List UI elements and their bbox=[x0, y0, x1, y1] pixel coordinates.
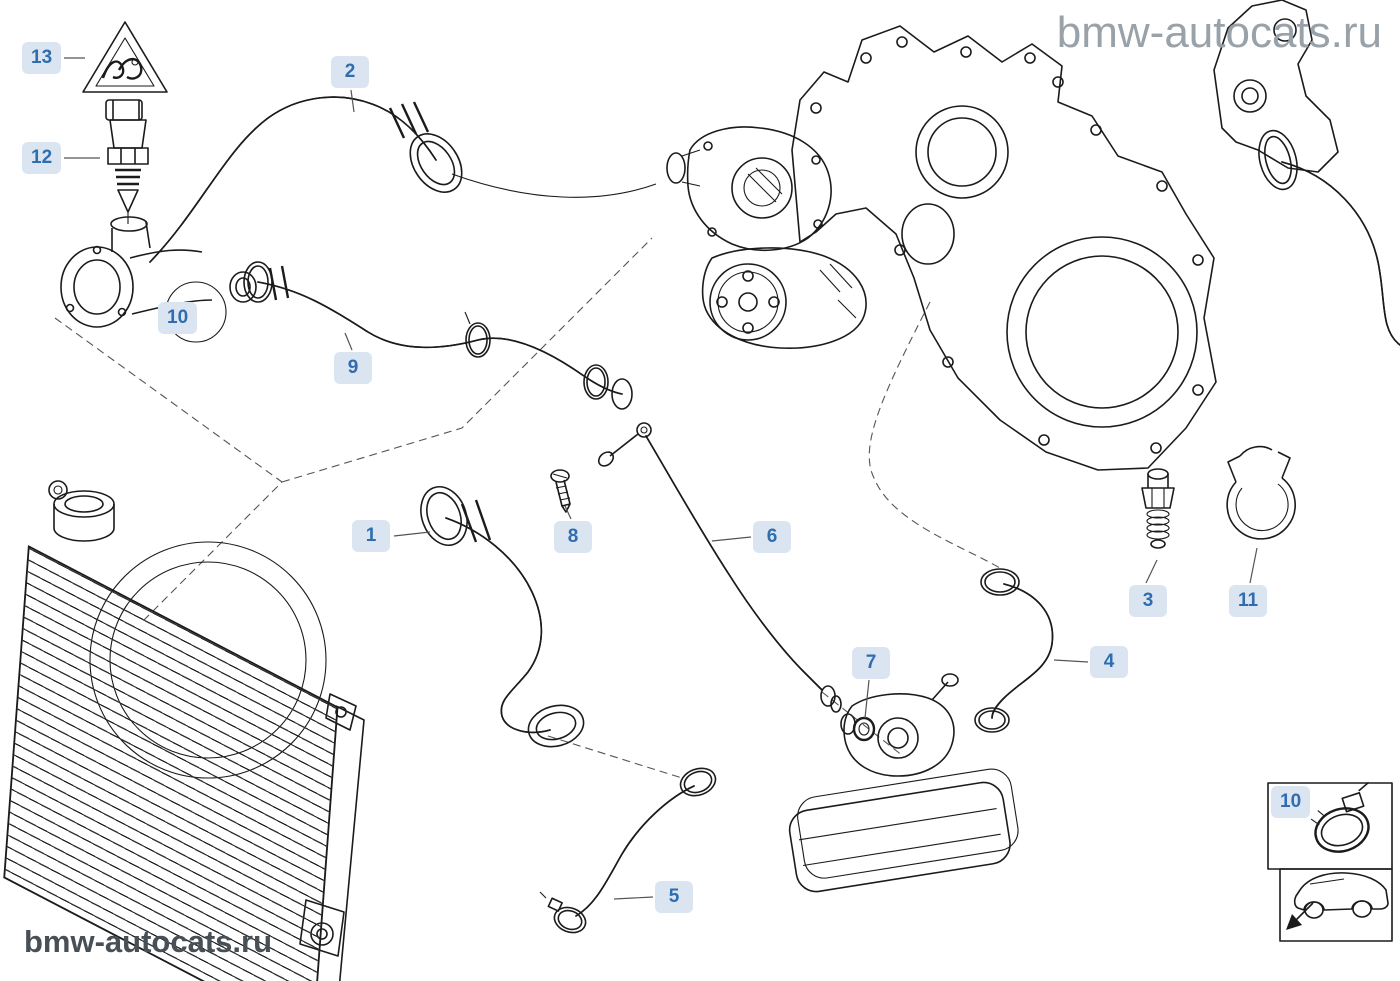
thermostat-water-pump-drawing bbox=[666, 126, 867, 350]
callout-8: 8 bbox=[554, 521, 592, 553]
upper-radiator-hose-drawing bbox=[149, 96, 657, 263]
callout-7: 7 bbox=[852, 647, 890, 679]
lower-radiator-hose-drawing bbox=[420, 486, 585, 748]
timing-cover-drawing bbox=[791, 25, 1217, 471]
watermark-top-right: bmw-autocats.ru bbox=[1056, 8, 1382, 57]
callout-9: 9 bbox=[334, 352, 372, 384]
callout-13: 13 bbox=[22, 42, 62, 74]
coolant-pipe-bracket-drawing bbox=[1213, 0, 1339, 173]
watermark-bottom-left: bmw-autocats.ru bbox=[24, 924, 273, 959]
oil-cooler-drawing bbox=[788, 673, 1019, 893]
screw-drawing bbox=[550, 469, 571, 513]
o-ring-drawing bbox=[852, 716, 876, 742]
callout-6: 6 bbox=[753, 521, 791, 553]
grommet-detail-drawing bbox=[165, 271, 257, 343]
hose-clamp-icon bbox=[1310, 781, 1370, 853]
car-thumbnail-icon bbox=[1293, 872, 1389, 919]
legend-callout-10: 10 bbox=[1271, 786, 1311, 818]
temperature-sensor-drawing bbox=[105, 99, 149, 224]
callout-11: 11 bbox=[1229, 585, 1268, 617]
retaining-clamp-drawing bbox=[1226, 445, 1296, 540]
callout-2: 2 bbox=[331, 56, 369, 88]
callout-10-detail: 10 bbox=[158, 302, 198, 334]
direction-arrow-icon bbox=[1286, 902, 1314, 930]
coolant-sensor-drawing bbox=[1141, 468, 1175, 549]
callout-3: 3 bbox=[1129, 585, 1167, 617]
expansion-hose-5-drawing bbox=[539, 767, 717, 934]
callout-5: 5 bbox=[655, 881, 693, 913]
callout-1: 1 bbox=[352, 520, 390, 552]
callout-4: 4 bbox=[1090, 646, 1128, 678]
vent-pipe-drawing bbox=[597, 422, 842, 713]
callout-12: 12 bbox=[22, 142, 62, 174]
water-hose-9-drawing bbox=[243, 261, 633, 410]
callout-leader-lines bbox=[64, 57, 1258, 900]
right-coolant-hose-drawing bbox=[1258, 129, 1400, 346]
warning-triangle-icon bbox=[82, 21, 168, 93]
legend-box bbox=[1267, 781, 1393, 942]
dashed-construction-lines bbox=[54, 237, 1001, 779]
oil-cooler-hose-4-drawing bbox=[974, 568, 1054, 733]
